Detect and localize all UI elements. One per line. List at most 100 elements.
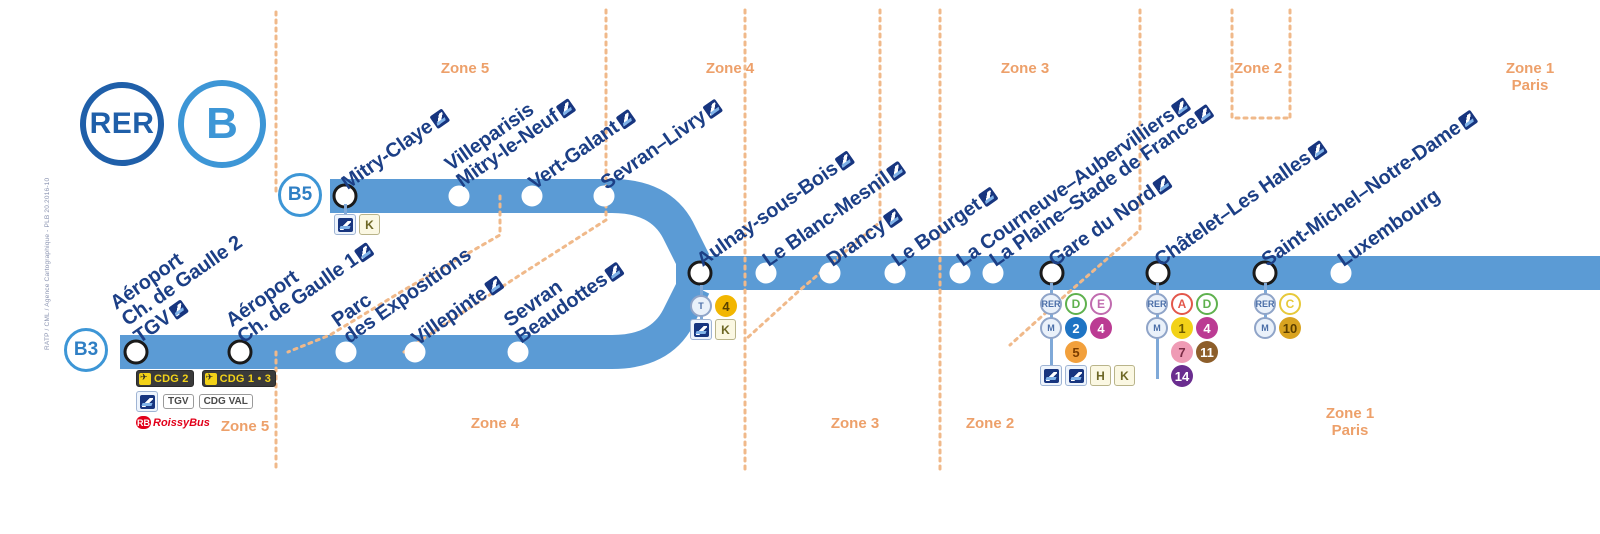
airplane-icon <box>204 372 217 385</box>
station-dot[interactable] <box>982 262 1004 284</box>
line-badge-D[interactable]: D <box>1065 293 1087 315</box>
station-dot[interactable] <box>755 262 777 284</box>
interchange-row: 14 <box>1146 365 1193 387</box>
sncf-train-badge[interactable] <box>1065 365 1087 386</box>
zone-label: Zone 5 <box>205 418 285 435</box>
station-dot[interactable] <box>1330 262 1352 284</box>
train-icon <box>1043 368 1059 383</box>
roissybus-icon: RB <box>136 416 151 429</box>
zone-label: Zone 4 <box>690 60 770 77</box>
station-dot[interactable] <box>1039 260 1065 286</box>
badge-cdgval[interactable]: CDG VAL <box>198 394 253 409</box>
station-dot[interactable] <box>335 341 357 363</box>
line-badge-4[interactable]: 4 <box>715 295 737 317</box>
station-dot[interactable] <box>521 185 543 207</box>
zone-name: Zone 5 <box>220 418 270 435</box>
sncf-train-badge[interactable] <box>1040 365 1062 386</box>
line-badge-D[interactable]: D <box>1196 293 1218 315</box>
transilien-badge-H[interactable]: H <box>1090 365 1111 386</box>
branch-code-b5[interactable]: B5 <box>278 173 322 217</box>
line-badge-14[interactable]: 14 <box>1171 365 1193 387</box>
line-badge-10[interactable]: 10 <box>1279 317 1301 339</box>
zone-label: Zone 3 <box>815 415 895 432</box>
station-dot[interactable] <box>507 341 529 363</box>
zone-name: Zone 4 <box>705 60 755 77</box>
spacer <box>1146 341 1168 363</box>
station-dot[interactable] <box>1252 260 1278 286</box>
station-dot[interactable] <box>884 262 906 284</box>
mode-icon-t[interactable]: T <box>690 295 712 317</box>
line-badge-11[interactable]: 11 <box>1196 341 1218 363</box>
mode-icon-m[interactable]: M <box>1040 317 1062 339</box>
line-badge-A[interactable]: A <box>1171 293 1193 315</box>
zone-name: Zone 2 <box>965 415 1015 432</box>
station-dot[interactable] <box>404 341 426 363</box>
zone-label: Zone 4 <box>455 415 535 432</box>
zone-name: Zone 4 <box>470 415 520 432</box>
sncf-train-badge[interactable] <box>136 391 158 412</box>
spacer <box>1040 341 1062 363</box>
line-badge-4[interactable]: 4 <box>1196 317 1218 339</box>
station-dot[interactable] <box>123 339 149 365</box>
badge-cdg2[interactable]: CDG 2 <box>136 370 194 387</box>
transilien-badge-K[interactable]: K <box>359 214 380 235</box>
zone-name: Zone 2 <box>1233 60 1283 77</box>
station-dot[interactable] <box>687 260 713 286</box>
transilien-badge-K[interactable]: K <box>715 319 736 340</box>
zone-name: Zone 3 <box>830 415 880 432</box>
line-badge-4[interactable]: 4 <box>1090 317 1112 339</box>
line-badge-7[interactable]: 7 <box>1171 341 1193 363</box>
zone-label: Zone 2 <box>1218 60 1298 77</box>
train-icon <box>1068 368 1084 383</box>
train-icon <box>139 394 155 409</box>
transilien-badge-K[interactable]: K <box>1114 365 1135 386</box>
zone-label: Zone 3 <box>985 60 1065 77</box>
line-b-logo: B <box>178 80 266 168</box>
branch-code-b3[interactable]: B3 <box>64 328 108 372</box>
mode-icon-m[interactable]: M <box>1254 317 1276 339</box>
station-dot[interactable] <box>593 185 615 207</box>
interchange-row: K <box>690 319 736 340</box>
line-badge-2[interactable]: 2 <box>1065 317 1087 339</box>
sncf-train-badge[interactable] <box>690 319 712 340</box>
mode-icon-rer[interactable]: RER <box>1254 293 1276 315</box>
station-dot[interactable] <box>448 185 470 207</box>
badge-tgv[interactable]: TGV <box>163 394 194 409</box>
interchange-row: K <box>334 214 380 235</box>
mode-icon-m[interactable]: M <box>1146 317 1168 339</box>
line-badge-5[interactable]: 5 <box>1065 341 1087 363</box>
rer-logo: RER <box>80 82 164 166</box>
station-dot[interactable] <box>1145 260 1171 286</box>
station-dot[interactable] <box>227 339 253 365</box>
badge-roissybus[interactable]: RB RoissyBus <box>136 416 210 429</box>
sncf-train-badge[interactable] <box>334 214 356 235</box>
mode-icon-rer[interactable]: RER <box>1146 293 1168 315</box>
station-dot[interactable] <box>949 262 971 284</box>
zone-name: Zone 1 <box>1325 405 1375 422</box>
mode-icon-rer[interactable]: RER <box>1040 293 1062 315</box>
zone-name: Zone 3 <box>1000 60 1050 77</box>
cdg-interchange-cluster: CDG 2 CDG 1 • 3 TGV CDG VAL RB RoissyBus <box>136 370 277 431</box>
station-dot[interactable] <box>819 262 841 284</box>
interchange-row: 5 <box>1040 341 1087 363</box>
line-badge-1[interactable]: 1 <box>1171 317 1193 339</box>
badge-cdg1-3[interactable]: CDG 1 • 3 <box>201 370 277 387</box>
line-badge-C[interactable]: C <box>1279 293 1301 315</box>
line-badge-E[interactable]: E <box>1090 293 1112 315</box>
train-icon <box>337 217 353 232</box>
